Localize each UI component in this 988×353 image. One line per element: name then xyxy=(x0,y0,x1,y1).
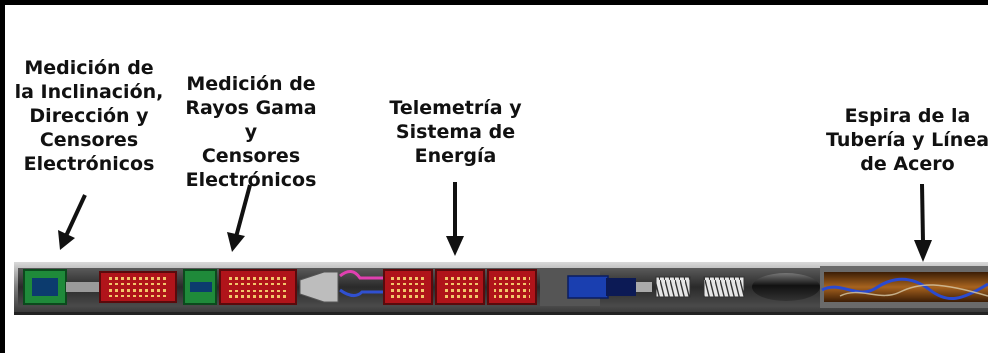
tube-shadow xyxy=(14,312,988,315)
label-gamma-rays: Medición de Rayos Gama y Censores Electr… xyxy=(185,73,317,191)
power-unit-pin xyxy=(636,282,652,292)
steel-line-wire xyxy=(821,277,988,301)
arrow-gamma xyxy=(227,184,252,252)
label-telemetry-power: Telemetría y Sistema de Energía xyxy=(389,97,522,167)
red-module-1 xyxy=(99,271,177,303)
power-unit-cap xyxy=(606,278,636,296)
frame-border-left xyxy=(0,0,5,353)
taper-connector xyxy=(299,271,339,303)
red-module-2-pins-top xyxy=(228,277,288,285)
red-module-2-pins-bottom xyxy=(228,290,288,298)
red-module-1-pins-bottom xyxy=(108,289,168,297)
red-module-2 xyxy=(219,269,297,305)
red-module-1-pins-top xyxy=(108,277,168,285)
red-module-4-pins-bottom xyxy=(442,289,478,298)
red-module-5-pins-top xyxy=(494,276,530,285)
steel-line-wire-2 xyxy=(839,284,988,297)
red-module-3-pins-top xyxy=(390,276,426,285)
red-module-3 xyxy=(383,269,433,305)
cable-blue xyxy=(339,288,384,297)
green-module-2-core xyxy=(190,282,212,292)
cable-pink xyxy=(339,270,384,280)
arrow-coil xyxy=(914,183,932,262)
connector-1 xyxy=(66,282,100,292)
red-module-5 xyxy=(487,269,537,305)
arrow-inclination xyxy=(58,194,87,250)
spring-2 xyxy=(703,276,745,298)
red-module-4-pins-top xyxy=(442,276,478,285)
power-unit-body xyxy=(567,275,609,299)
red-module-4 xyxy=(435,269,485,305)
spring-1 xyxy=(655,276,691,298)
frame-border-top xyxy=(0,0,988,5)
green-module-1-core xyxy=(32,278,58,296)
red-module-5-pins-bottom xyxy=(494,289,530,298)
sinker-capsule xyxy=(752,273,820,301)
red-module-3-pins-bottom xyxy=(390,289,426,298)
arrow-telemetry xyxy=(446,182,464,256)
label-inclination-direction: Medición de la Inclinación, Dirección y … xyxy=(14,57,164,175)
label-coil-steel-line: Espira de la Tubería y Línea de Acero xyxy=(825,105,988,175)
